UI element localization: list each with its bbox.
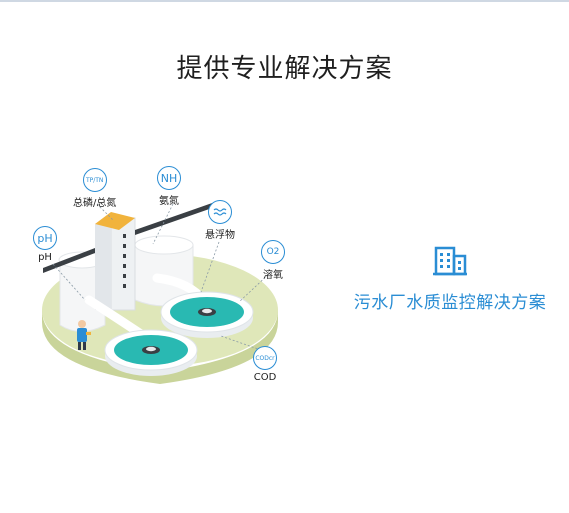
param-ss: 悬浮物 [205, 200, 235, 241]
o2-icon: O2 [261, 240, 285, 264]
building-icon [430, 240, 470, 280]
tower-top [95, 212, 135, 230]
ph-icon: pH [33, 226, 57, 250]
param-tptn: TP/TN 总磷/总氮 [73, 168, 116, 209]
param-do-label: 溶氧 [263, 270, 283, 281]
tower-side [95, 224, 111, 310]
cod-icon: CODcr [253, 346, 277, 370]
plant-graphic [42, 202, 278, 384]
nh-icon: NH [157, 166, 181, 190]
param-cod: CODcr COD [253, 346, 277, 383]
waves-icon [213, 208, 227, 216]
param-nh-label: 氨氮 [159, 196, 179, 207]
wastewater-plant-illustration: pH pH TP/TN 总磷/总氮 NH 氨氮 悬浮物 O2 溶氧 CODcr … [25, 160, 325, 420]
param-ph: pH pH [33, 226, 57, 263]
ground-side [42, 310, 278, 384]
param-do: O2 溶氧 [261, 240, 285, 281]
building-icon-graphic [433, 246, 467, 276]
solution-label[interactable]: 污水厂水质监控解决方案 [353, 293, 547, 313]
param-tptn-label: 总磷/总氮 [73, 198, 117, 209]
param-nh: NH 氨氮 [157, 166, 181, 207]
solution-block[interactable]: 污水厂水质监控解决方案 [330, 240, 569, 313]
top-divider [0, 0, 569, 2]
suspended-solids-icon [208, 200, 232, 224]
param-ss-label: 悬浮物 [205, 230, 235, 241]
page-title: 提供专业解决方案 [176, 54, 393, 84]
param-cod-label: COD [253, 372, 277, 383]
tptn-icon: TP/TN [82, 168, 107, 192]
param-ph-label: pH [38, 252, 52, 263]
